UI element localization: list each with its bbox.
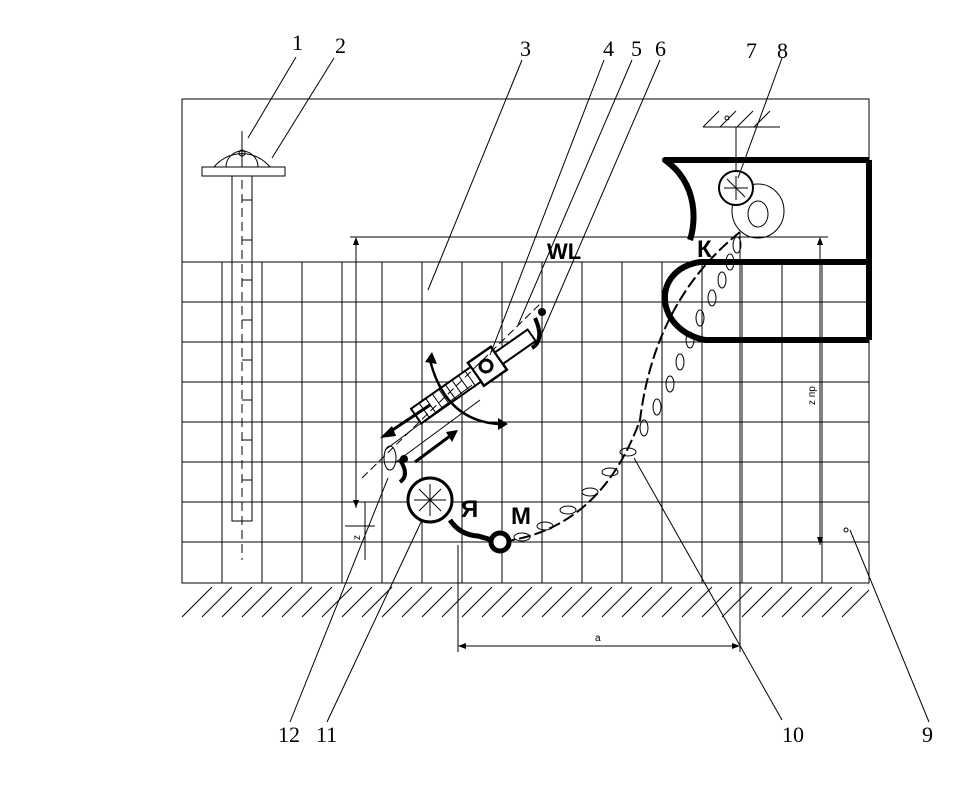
dimension-a [457, 232, 741, 652]
callout-4: 4 [603, 36, 614, 61]
callout-3: 3 [520, 36, 531, 61]
dim-z-label: z [352, 535, 363, 540]
callout-5: 5 [631, 36, 642, 61]
callout-9: 9 [922, 722, 933, 747]
gauge-ticks [242, 199, 252, 481]
waterline-label: WL [547, 239, 581, 264]
water-grid [182, 261, 869, 583]
callout-12: 12 [278, 722, 300, 747]
callout-10: 10 [782, 722, 804, 747]
point-ya-label: Я [461, 496, 478, 523]
ship-hull [661, 157, 872, 343]
point-9-marker [843, 527, 849, 533]
callout-6: 6 [655, 36, 666, 61]
anchor-chain [499, 231, 742, 543]
leader-lines [247, 56, 930, 723]
anchor-spokes [414, 484, 446, 516]
point-m-label: М [511, 503, 531, 530]
callout-1: 1 [292, 30, 303, 55]
callout-11: 11 [316, 722, 337, 747]
callout-7: 7 [746, 38, 757, 63]
dimension-z [345, 237, 375, 560]
motion-arrows [380, 352, 508, 464]
seabed-hatching [181, 582, 870, 618]
anchor-shank [447, 518, 493, 543]
instrument-assembly [361, 301, 546, 484]
point-m-marker [488, 530, 512, 554]
depth-gauge [201, 131, 286, 560]
suspension-bracket [702, 110, 780, 172]
callout-numbers: 1 2 3 4 5 6 7 8 9 10 11 12 [278, 30, 933, 747]
point-k-label: К [697, 236, 712, 263]
dimension-znp [817, 237, 823, 545]
dim-a-label: a [595, 633, 601, 644]
callout-2: 2 [335, 33, 346, 58]
dim-znp-label: z пр [807, 386, 818, 405]
gauge-base [201, 166, 286, 177]
hawse-pipe [731, 183, 785, 239]
callout-8: 8 [777, 38, 788, 63]
